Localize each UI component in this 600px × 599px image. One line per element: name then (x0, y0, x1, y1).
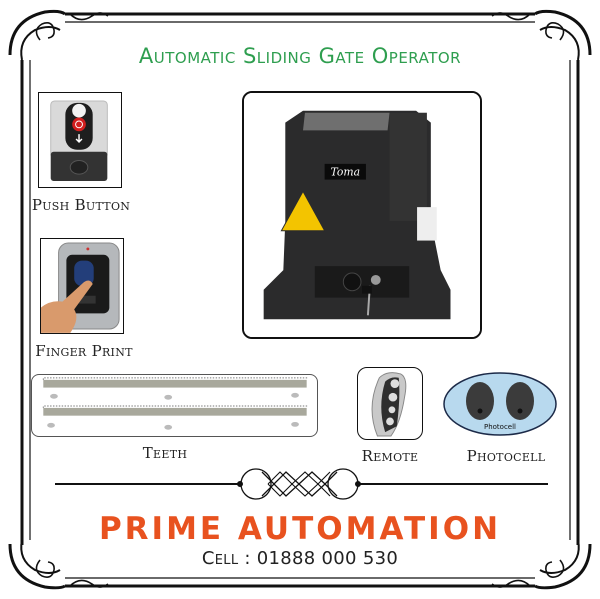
remote-label: Remote (361, 447, 419, 465)
finger-print-label: Finger Print (35, 342, 133, 360)
photocell-inner-label: Photocell (484, 423, 516, 431)
remote-image (357, 367, 423, 440)
divider-ornament (55, 468, 548, 500)
photocell-label: Photocell (466, 447, 546, 465)
gate-operator-image: Toma (242, 91, 482, 339)
push-button-image (38, 92, 122, 188)
teeth-image (31, 374, 318, 437)
finger-print-image (40, 238, 124, 334)
teeth-label: Teeth (142, 444, 188, 462)
cell-number: Cell : 01888 000 530 (201, 548, 399, 569)
brand-plate: Toma (331, 166, 361, 179)
push-button-label: Push Button (31, 196, 131, 214)
company-name: PRIME AUTOMATION (98, 511, 502, 547)
photocell-image: Photocell (442, 371, 558, 437)
page-title: Automatic Sliding Gate Operator (138, 44, 462, 68)
